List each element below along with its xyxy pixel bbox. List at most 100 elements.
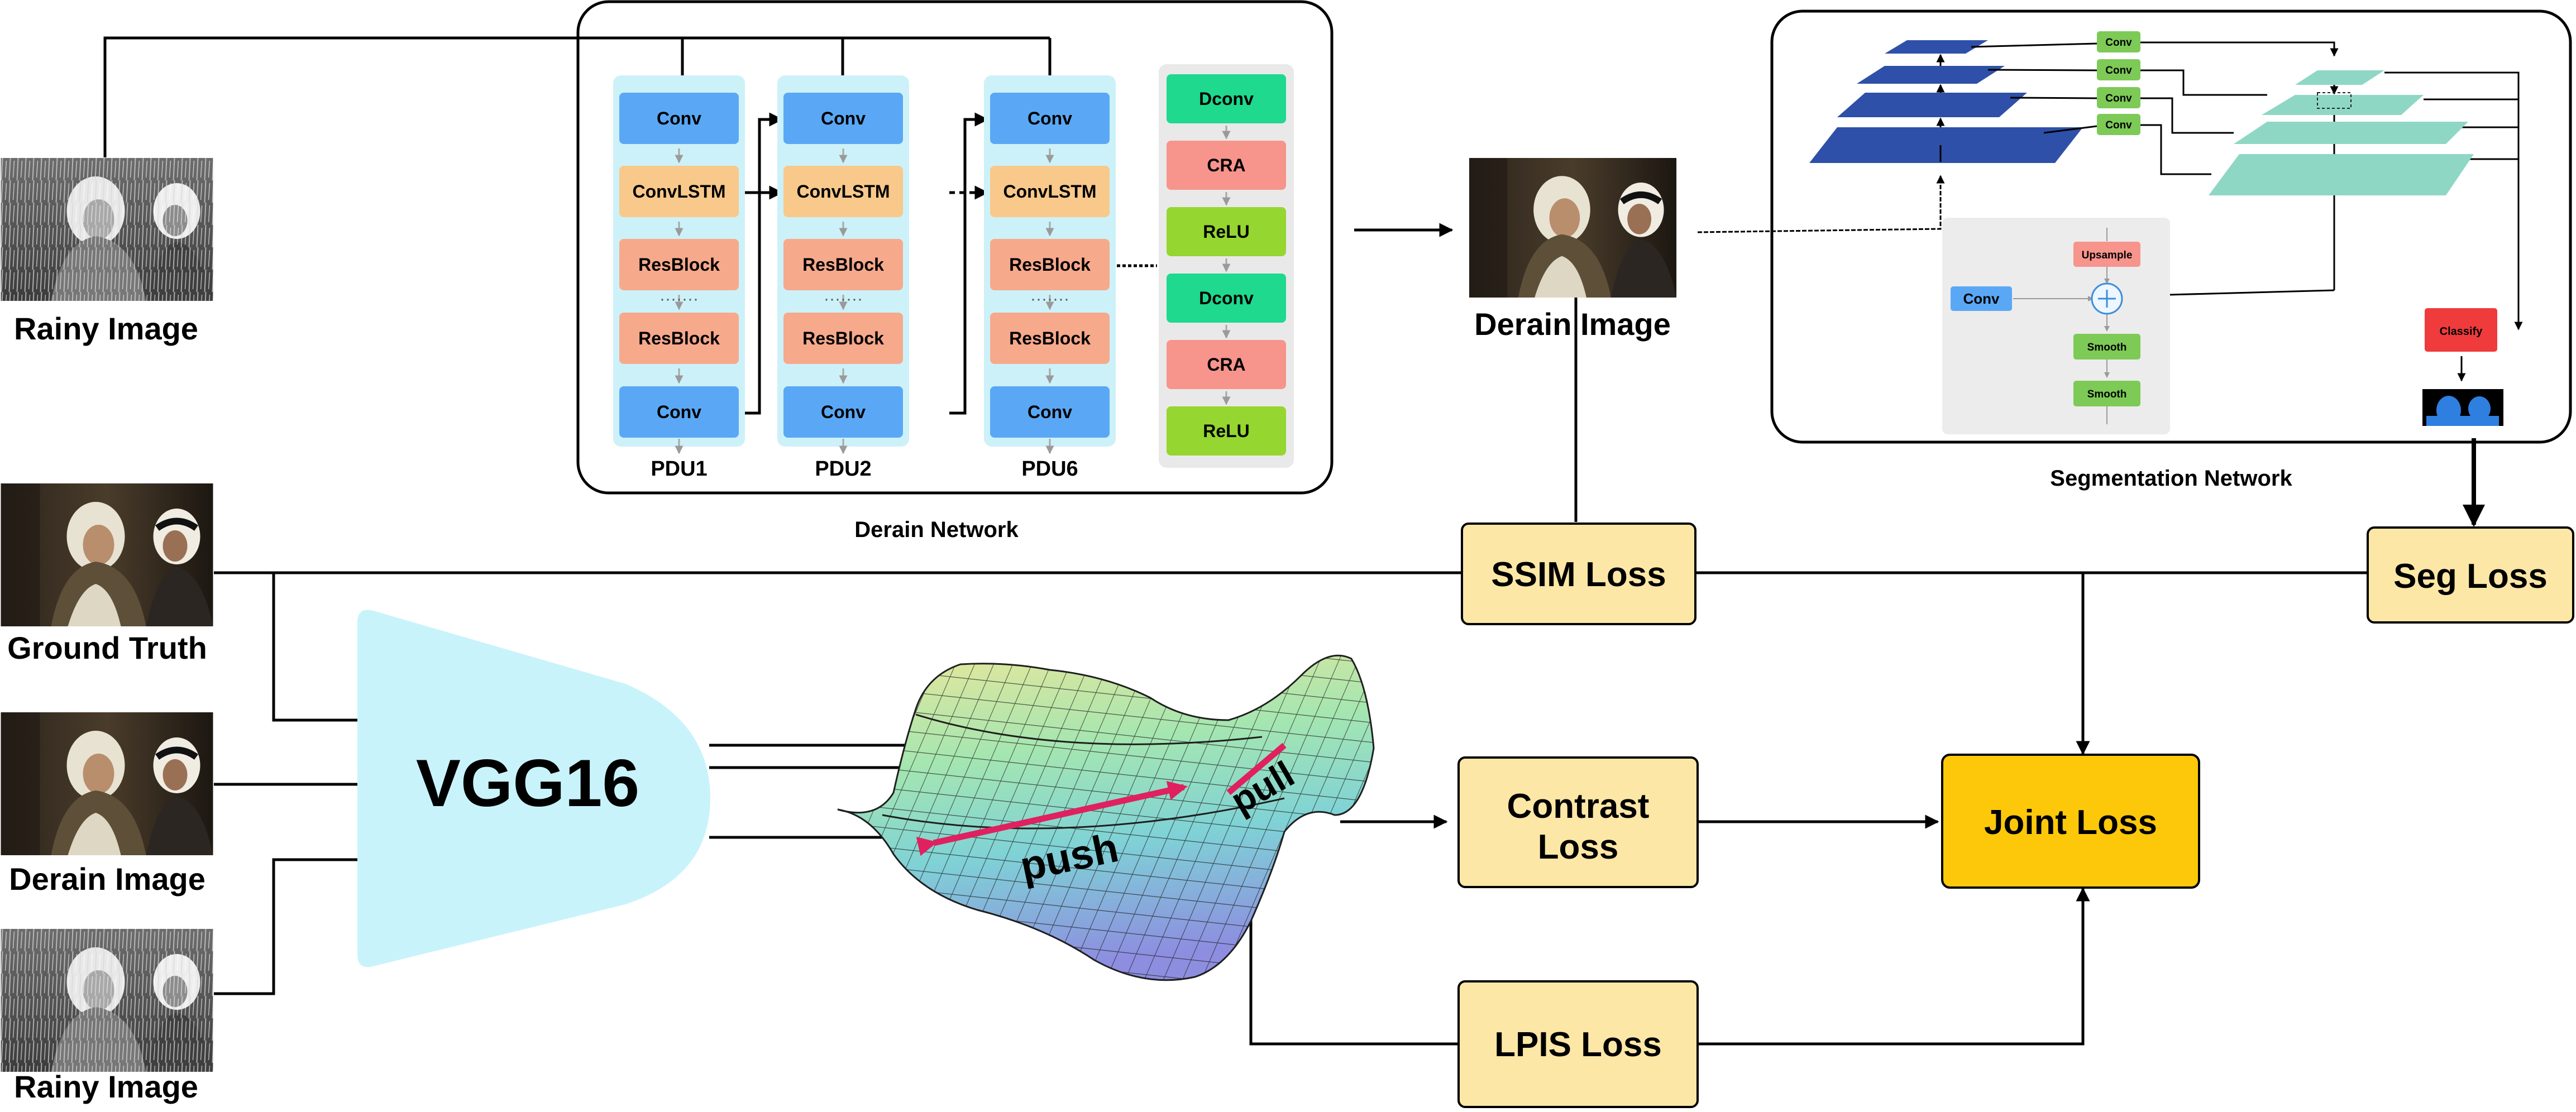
smooth-label-2: Smooth (2087, 389, 2127, 400)
pdu-block-label: ConvLSTM (796, 181, 890, 202)
pdu-block (783, 239, 903, 290)
pdu-block (990, 93, 1110, 144)
pdu-block-label: ResBlock (802, 255, 884, 275)
ground-truth-label: Ground Truth (7, 630, 207, 665)
input-images: Rainy Image Ground Truth Derain Image Ra… (1, 158, 213, 1104)
decoder-block-label: CRA (1207, 354, 1245, 375)
pdu-block (619, 386, 739, 438)
pdu-block (783, 166, 903, 217)
vgg16-label: VGG16 (416, 746, 639, 821)
pdu-block-label: ResBlock (1009, 328, 1091, 348)
pdu-block-label: Conv (1027, 402, 1072, 422)
seg-loss-box (2367, 526, 2574, 624)
decoder-stack (2209, 70, 2474, 195)
pdu-block (990, 239, 1110, 290)
derain-image-input (1, 712, 213, 855)
pdu-block (619, 166, 739, 217)
decoder-block (1167, 274, 1286, 323)
lpis-loss-box (1457, 980, 1699, 1108)
ellipsis-dots: ······· (659, 290, 699, 308)
contrast-loss-box (1457, 756, 1699, 888)
ground-truth-image (1, 483, 213, 626)
joint-loss-box (1941, 754, 2200, 889)
seg-conv-box (2097, 59, 2140, 80)
pdu-block-label: Conv (657, 402, 701, 422)
pdu-block-label: ResBlock (802, 328, 884, 348)
decoder-block-label: Dconv (1199, 288, 1254, 308)
decoder-block-label: ReLU (1203, 222, 1250, 242)
derain-image-input-label: Derain Image (9, 861, 205, 897)
loss-landscape: push pull (837, 654, 1375, 981)
derain-network: ConvConvLSTMResBlockResBlockConv·······P… (576, 0, 1334, 542)
upsample-label: Upsample (2082, 250, 2133, 261)
loss-boxes: SSIM Loss Seg Loss Contrast Loss LPIS Lo… (1457, 523, 2574, 1108)
fpn-conv-box (1951, 286, 2012, 311)
pdu-label: PDU6 (1021, 457, 1078, 481)
decoder-block (1167, 141, 1286, 190)
decoder-block (1167, 340, 1286, 389)
rainy-image-bottom-label: Rainy Image (14, 1069, 198, 1104)
pdu-block (990, 166, 1110, 217)
segmentation-network-frame (1770, 9, 2572, 444)
classify-label: Classify (2440, 325, 2483, 338)
pdu-block (783, 386, 903, 438)
decoder-block (1167, 74, 1286, 123)
derain-output-image (1469, 158, 1676, 298)
ellipsis-dots: ······· (824, 290, 863, 308)
smooth-box-2 (2073, 381, 2140, 406)
decoder-block-label: CRA (1207, 155, 1245, 175)
pdu-block (619, 313, 739, 364)
pdu-block-label: ResBlock (638, 328, 720, 348)
connectors (103, 36, 2485, 1046)
pdu-block (783, 313, 903, 364)
joint-loss-label: Joint Loss (1984, 803, 2157, 842)
pdu-block-label: ConvLSTM (1003, 181, 1096, 202)
seg-conv-box (2097, 114, 2140, 135)
pdu-block (990, 386, 1110, 438)
seg-conv-box (2097, 87, 2140, 108)
vgg16-block: VGG16 (357, 610, 710, 967)
seg-conv-label: Conv (2105, 119, 2132, 131)
seg-loss-label: Seg Loss (2393, 557, 2548, 596)
pdu-block-label: Conv (821, 402, 866, 422)
smooth-label-1: Smooth (2087, 342, 2127, 353)
fpn-module-panel (1942, 218, 2170, 434)
decoder-block-label: Dconv (1199, 89, 1254, 109)
ellipsis-dots: ······· (1030, 290, 1069, 308)
seg-conv-label: Conv (2105, 65, 2132, 76)
decoder-block-label: ReLU (1203, 421, 1250, 441)
pdu-label: PDU2 (815, 457, 871, 481)
segmentation-mask-output (2422, 389, 2503, 426)
contrast-loss-label-2: Loss (1538, 828, 1619, 866)
pdu-block-label: Conv (657, 108, 701, 128)
pdu-label: PDU1 (651, 457, 707, 481)
encoder-stack (1809, 40, 2083, 163)
contrast-loss-label-1: Contrast (1507, 787, 1650, 826)
pdu-block-label: Conv (1027, 108, 1072, 128)
pdu-block-label: ResBlock (1009, 255, 1091, 275)
derain-network-title: Derain Network (854, 517, 1019, 542)
decoder-block (1167, 207, 1286, 256)
seg-conv-label: Conv (2105, 37, 2132, 49)
decoder-block (1167, 406, 1286, 456)
seg-conv-box (2097, 31, 2140, 52)
pdu-block-label: ConvLSTM (632, 181, 725, 202)
seg-conv-label: Conv (2105, 93, 2132, 104)
pdu-block (990, 313, 1110, 364)
segmentation-network-title: Segmentation Network (2050, 466, 2292, 491)
pdu-block-label: Conv (821, 108, 866, 128)
push-arrow (916, 780, 1188, 856)
pdu-block (783, 93, 903, 144)
derain-network-frame (576, 0, 1334, 495)
fpn-conv-label: Conv (1963, 290, 2000, 307)
pdu-block-label: ResBlock (638, 255, 720, 275)
pdu-block (619, 93, 739, 144)
pdu-block (619, 239, 739, 290)
ssim-loss-box (1461, 523, 1696, 625)
classify-box (2425, 308, 2497, 352)
rainy-image-top (1, 158, 213, 301)
smooth-box-1 (2073, 334, 2140, 360)
